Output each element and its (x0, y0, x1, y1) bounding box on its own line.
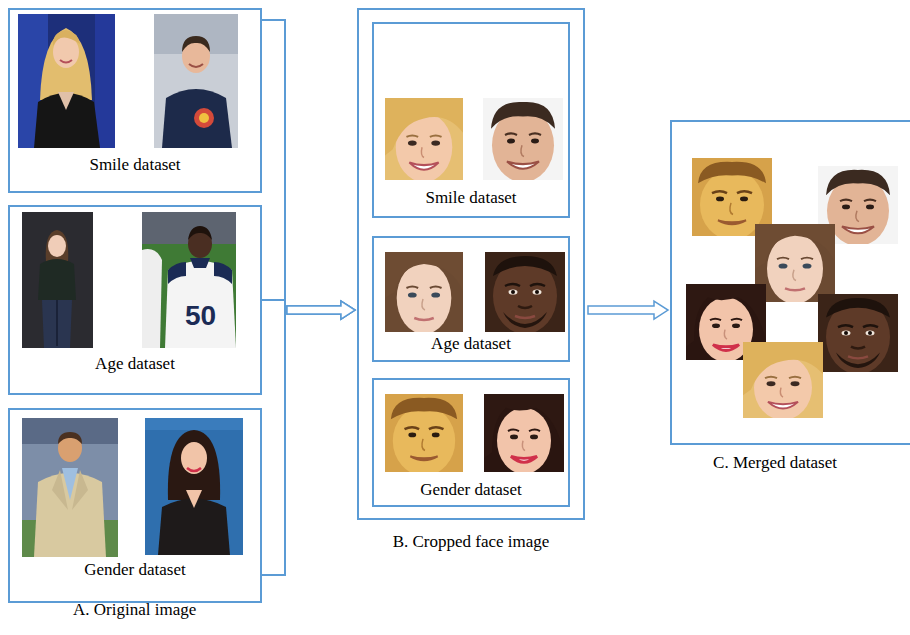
flow-arrow (262, 20, 355, 319)
cropped-faces-b (385, 98, 565, 476)
dataset-label: C. Merged dataset (713, 453, 837, 472)
illustration-shape (48, 235, 66, 257)
illustration-shape (46, 230, 69, 262)
dataset-label: Age dataset (95, 354, 175, 373)
illustration-shape (188, 226, 212, 240)
flow-arrow (262, 301, 355, 575)
dataset-box: Gender dataset (8, 408, 262, 603)
illustration-shape (42, 300, 72, 348)
illustration-shape (58, 92, 74, 110)
photo-age-woman (22, 212, 93, 348)
illustration-shape (187, 468, 201, 471)
dataset-label: B. Cropped face image (393, 532, 550, 551)
illustration-shape (214, 262, 232, 284)
photo-smile-woman (18, 14, 115, 148)
group-box: C. Merged dataset (670, 120, 910, 445)
illustration-shape (145, 418, 243, 555)
merged-faces-c (686, 158, 898, 420)
text-holder: Age dataset (10, 354, 260, 374)
text-holder: Gender dataset (10, 560, 260, 580)
dataset-label: Gender dataset (84, 560, 185, 579)
illustration-shape (483, 98, 563, 182)
illustration-shape (189, 64, 203, 67)
illustration-shape (485, 252, 565, 334)
illustration-shape (145, 418, 243, 430)
photo-gender-woman (145, 418, 243, 555)
illustration-shape (18, 14, 115, 148)
group-box: B. Cropped face imageSmile datasetAge da… (357, 8, 585, 520)
illustration-shape (168, 430, 220, 500)
dataset-label: Smile dataset (89, 155, 180, 174)
column-caption: A. Original image (73, 601, 196, 620)
illustration-shape (34, 93, 100, 148)
dataset-label: Gender dataset (420, 480, 521, 499)
illustration-shape (194, 108, 214, 128)
illustration-shape (53, 30, 80, 46)
photo-smile-man (154, 14, 238, 148)
dataset-box: Smile dataset (372, 22, 570, 218)
dataset-label: Smile dataset (425, 188, 516, 207)
text-holder: Smile dataset (374, 188, 568, 208)
illustration-shape (186, 490, 202, 508)
illustration-shape (182, 36, 210, 52)
illustration-shape (22, 418, 118, 557)
illustration-shape (95, 14, 115, 148)
bracket-line (262, 300, 285, 310)
block-arrow (287, 301, 355, 319)
illustration-shape (743, 342, 823, 420)
jersey-number: 50 (185, 301, 216, 332)
text-holder: Gender dataset (374, 480, 568, 500)
illustration-shape (58, 432, 82, 444)
illustration-shape (818, 294, 898, 374)
illustration-shape (40, 28, 92, 100)
block-arrow (588, 301, 668, 319)
illustration-shape (60, 60, 72, 63)
illustration-shape (190, 258, 210, 268)
dataset-box: Age dataset (372, 236, 570, 362)
photo-football-player (142, 212, 236, 348)
dataset-box: Gender dataset (372, 378, 570, 507)
illustration-shape (142, 212, 236, 348)
photo-gender-man (22, 418, 118, 557)
text-holder: Smile dataset (10, 155, 260, 175)
flow-arrow (588, 301, 668, 319)
illustration-shape (199, 113, 209, 123)
illustration-shape (484, 394, 564, 474)
illustration-shape (162, 89, 232, 148)
illustration-shape (22, 212, 93, 348)
dataset-label: Age dataset (431, 334, 511, 353)
text-holder: C. Merged dataset (656, 453, 894, 473)
illustration-shape (56, 300, 58, 346)
bracket-line (262, 310, 285, 575)
dataset-box: Smile dataset (8, 8, 262, 193)
illustration-shape (154, 14, 238, 148)
illustration-shape (385, 252, 463, 334)
illustration-shape (52, 470, 88, 510)
block-arrow (287, 301, 355, 319)
illustration-shape (755, 224, 835, 304)
illustration-shape (165, 261, 236, 348)
illustration-shape (142, 249, 162, 348)
bracket-line (262, 20, 285, 310)
block-arrow (287, 301, 355, 319)
illustration-shape (168, 262, 186, 284)
illustration-shape (181, 442, 207, 474)
text-holder: Age dataset (374, 334, 568, 354)
text-holder: B. Cropped face image (359, 532, 583, 552)
dataset-box: Age dataset (8, 205, 262, 395)
illustration-shape (38, 259, 76, 300)
flow-arrow (262, 300, 355, 319)
illustration-shape (385, 394, 463, 476)
illustration-shape (385, 98, 463, 182)
